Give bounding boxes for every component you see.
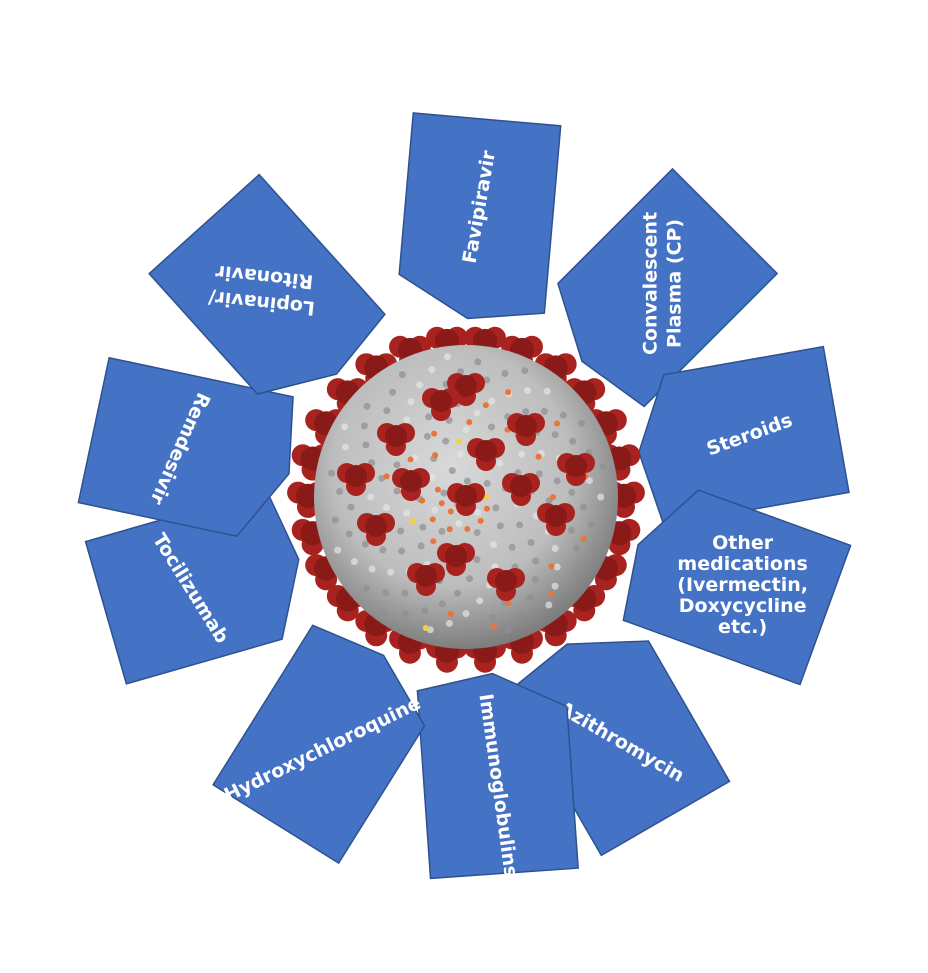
spike-protein	[464, 326, 506, 364]
spike-protein	[557, 453, 595, 486]
surface-spot	[505, 389, 512, 396]
arrow-lopinavir-ritonavir: Lopinavir/Ritonavir	[148, 173, 386, 395]
surface-spot	[548, 563, 555, 570]
spike-protein	[537, 503, 575, 536]
coronavirus-icon	[287, 326, 645, 673]
arrow-favipiravir: Favipiravir	[398, 112, 562, 320]
spike-protein	[357, 513, 395, 546]
arrow-tocilizumab: Tocilizumab	[84, 488, 300, 685]
spike-protein	[392, 468, 430, 501]
arrow-label: (Ivermectin,	[677, 574, 808, 596]
surface-spot	[438, 500, 445, 507]
surface-spot	[447, 611, 454, 618]
surface-spot	[482, 402, 489, 409]
arrow-shape	[557, 167, 779, 408]
surface-spot	[407, 456, 414, 463]
spike-protein	[377, 423, 415, 456]
surface-spot	[455, 438, 462, 445]
arrow-label: Other	[712, 532, 774, 554]
arrow-label: Doxycycline	[679, 595, 807, 617]
surface-spot	[490, 624, 497, 631]
spike-protein	[422, 388, 460, 421]
spike-protein	[507, 413, 545, 446]
surface-spot	[466, 419, 473, 426]
arrow-shape	[506, 640, 731, 857]
spike-protein	[502, 473, 540, 506]
arrow-label: Convalescent	[640, 212, 662, 355]
surface-spot	[464, 525, 471, 532]
surface-spot	[419, 497, 426, 504]
surface-spot	[409, 518, 416, 525]
spike-protein	[487, 568, 525, 601]
arrow-label: medications	[677, 553, 807, 575]
spike-protein	[437, 543, 475, 576]
surface-spot	[535, 453, 542, 460]
spike-protein	[426, 326, 468, 364]
spike-protein	[447, 373, 485, 406]
arrow-shape	[638, 345, 850, 526]
surface-spot	[477, 517, 484, 524]
surface-spot	[383, 473, 390, 480]
surface-spot	[549, 494, 556, 501]
surface-spot	[580, 535, 587, 542]
surface-spot	[483, 505, 490, 512]
arrow-shape	[398, 112, 562, 320]
surface-spot	[554, 420, 561, 427]
surface-spot	[447, 508, 454, 515]
arrow-steroids: Steroids	[638, 345, 850, 526]
spike-protein	[337, 463, 375, 496]
arrow-azithromycin: Azithromycin	[506, 640, 731, 857]
surface-spot	[505, 599, 512, 606]
surface-spot	[434, 486, 441, 493]
arrow-shape	[416, 672, 579, 880]
surface-spot	[431, 430, 438, 437]
arrow-other-medications: Othermedications(Ivermectin,Doxycyclinee…	[622, 489, 852, 686]
arrow-remdesivir: Remdesivir	[77, 356, 294, 538]
arrow-shape	[77, 356, 294, 538]
arrow-shape	[212, 624, 426, 865]
arrow-label: Plasma (CP)	[664, 219, 686, 348]
spike-protein	[407, 563, 445, 596]
surface-spot	[432, 452, 439, 459]
surface-spot	[446, 526, 453, 533]
arrow-shape	[622, 489, 852, 686]
arrow-shape	[84, 488, 300, 685]
surface-spot	[429, 516, 436, 523]
surface-spot	[422, 624, 429, 631]
arrow-label: etc.)	[718, 616, 767, 638]
arrow-shape	[148, 173, 386, 395]
spike-protein	[447, 483, 485, 516]
spike-protein	[467, 438, 505, 471]
surface-spot	[430, 538, 437, 545]
arrow-immunoglobulins: Immunoglobulins	[416, 672, 579, 880]
surface-spot	[548, 590, 555, 597]
